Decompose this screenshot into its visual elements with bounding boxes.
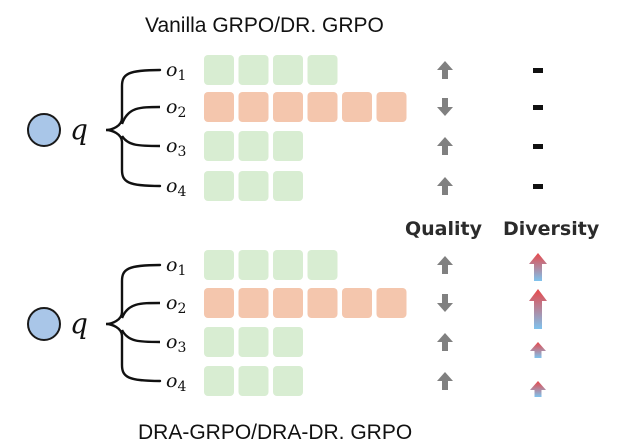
quality-down-arrow-icon bbox=[437, 98, 453, 116]
bottom-title: DRA-GRPO/DRA-DR. GRPO bbox=[138, 421, 413, 444]
token-block bbox=[307, 288, 338, 318]
diversity-arrow-icon bbox=[530, 342, 546, 358]
output-label: o3 bbox=[166, 331, 186, 356]
diversity-arrow-icon bbox=[530, 381, 546, 397]
token-block bbox=[273, 131, 303, 161]
token-block bbox=[238, 288, 269, 318]
quality-down-arrow-icon bbox=[437, 294, 453, 312]
quality-up-arrow-icon bbox=[437, 137, 453, 155]
diversity-arrow-icon bbox=[529, 289, 547, 329]
quality-up-arrow-icon bbox=[437, 177, 453, 195]
top-title: Vanilla GRPO/DR. GRPO bbox=[145, 14, 384, 37]
output-label: o3 bbox=[166, 135, 186, 160]
quality-up-arrow-icon bbox=[437, 61, 453, 79]
token-block bbox=[204, 131, 234, 161]
token-block bbox=[204, 366, 234, 396]
branch-line bbox=[120, 105, 161, 125]
quality-up-arrow-icon bbox=[437, 333, 453, 351]
token-block bbox=[238, 131, 269, 161]
diversity-dash bbox=[533, 68, 543, 73]
quality-up-arrow-icon bbox=[437, 372, 453, 390]
token-block bbox=[204, 171, 234, 201]
token-block bbox=[204, 55, 234, 85]
token-block bbox=[238, 171, 269, 201]
query-node bbox=[27, 113, 61, 147]
branch-line bbox=[120, 301, 161, 319]
token-block bbox=[238, 250, 269, 280]
output-label: o2 bbox=[166, 292, 186, 317]
output-label: o2 bbox=[166, 96, 186, 121]
query-node bbox=[27, 307, 61, 341]
branch-brace bbox=[105, 68, 162, 188]
token-block bbox=[273, 288, 303, 318]
token-block bbox=[238, 55, 269, 85]
diversity-dash bbox=[533, 144, 543, 149]
token-block bbox=[238, 366, 269, 396]
token-block bbox=[273, 250, 303, 280]
quality-up-arrow-icon bbox=[437, 256, 453, 274]
token-block bbox=[376, 288, 407, 318]
token-block bbox=[273, 327, 303, 357]
diversity-arrow-icon bbox=[529, 253, 547, 281]
token-block bbox=[238, 92, 269, 122]
diversity-header: Diversity bbox=[503, 218, 600, 240]
quality-header: Quality bbox=[405, 218, 482, 240]
branch-line bbox=[120, 329, 161, 344]
token-block bbox=[238, 327, 269, 357]
token-block bbox=[273, 171, 303, 201]
output-label: o4 bbox=[166, 175, 186, 200]
token-block bbox=[307, 92, 338, 122]
token-block bbox=[273, 92, 303, 122]
token-block bbox=[273, 55, 303, 85]
token-block bbox=[307, 250, 338, 280]
token-block bbox=[342, 288, 372, 318]
token-block bbox=[204, 327, 234, 357]
token-block bbox=[273, 366, 303, 396]
token-block bbox=[204, 250, 234, 280]
query-label: q bbox=[70, 113, 88, 146]
token-block bbox=[204, 288, 234, 318]
diversity-dash bbox=[533, 105, 543, 110]
token-block bbox=[307, 55, 338, 85]
branch-brace bbox=[105, 263, 162, 383]
output-label: o1 bbox=[166, 254, 186, 279]
token-block bbox=[376, 92, 407, 122]
diversity-dash bbox=[533, 184, 543, 189]
token-block bbox=[342, 92, 372, 122]
query-label: q bbox=[70, 307, 88, 340]
output-label: o1 bbox=[166, 59, 186, 84]
token-block bbox=[204, 92, 234, 122]
output-label: o4 bbox=[166, 370, 186, 395]
branch-line bbox=[120, 135, 161, 148]
